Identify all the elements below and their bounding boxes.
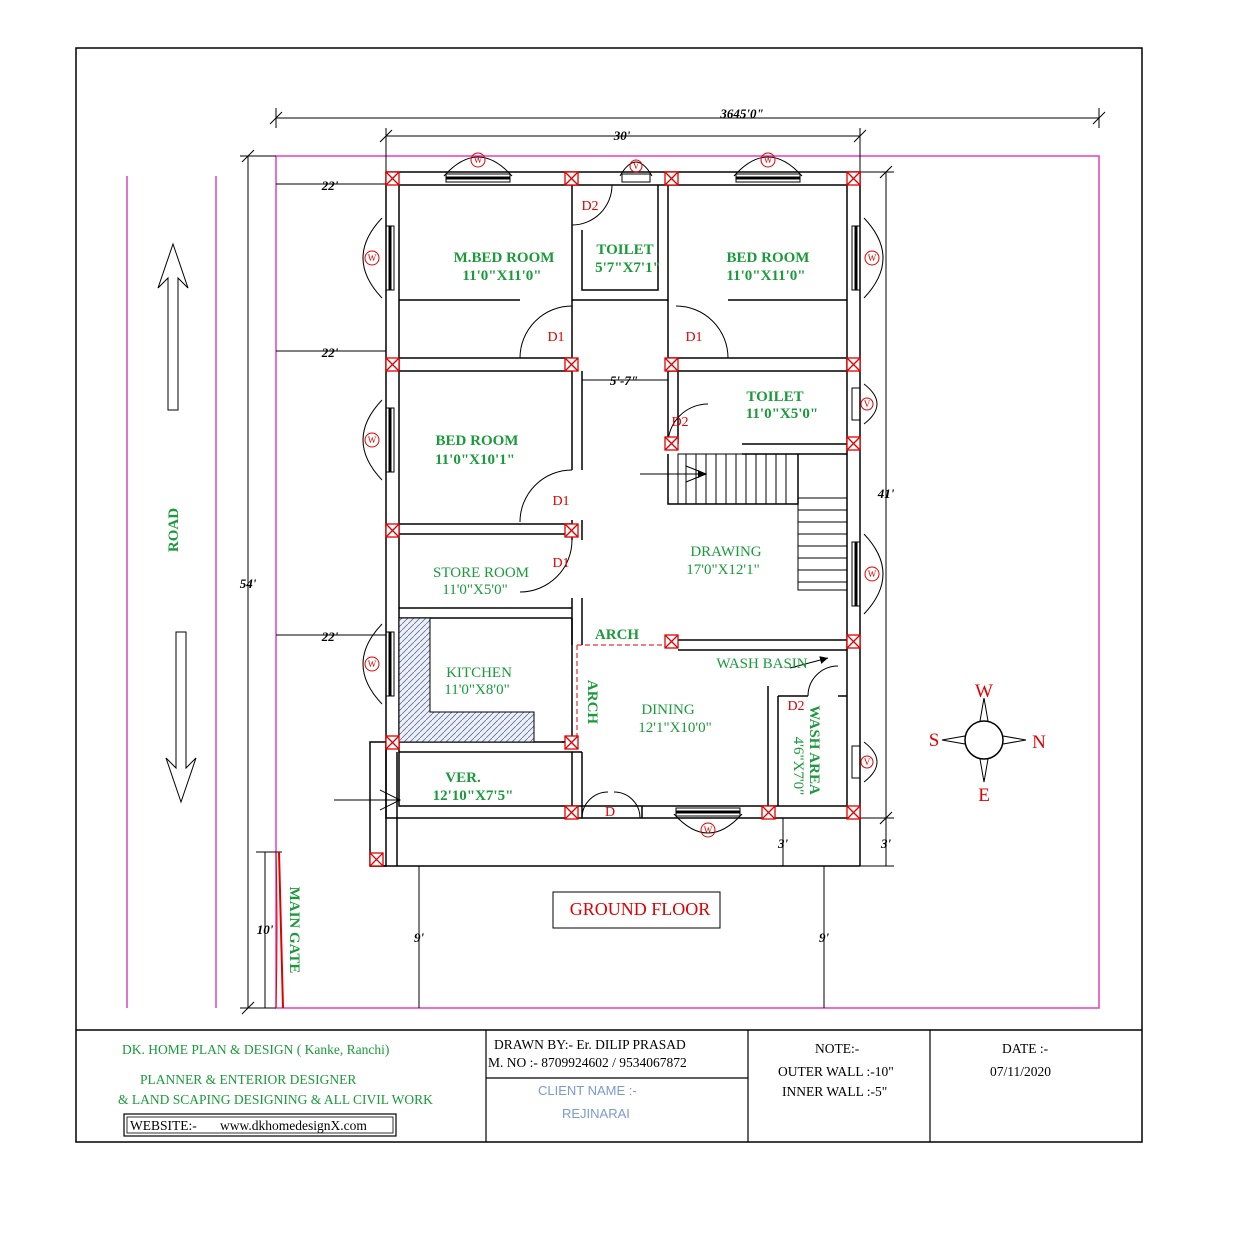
svg-text:W: W xyxy=(764,155,773,165)
svg-text:W: W xyxy=(868,253,877,263)
client-label: CLIENT NAME :- xyxy=(538,1083,637,1098)
inner-wall-note: INNER WALL :-5" xyxy=(782,1084,887,1099)
room-store-size: 11'0"X5'0" xyxy=(442,582,507,598)
mobile-number: M. NO :- 8709924602 / 9534067872 xyxy=(488,1055,687,1070)
room-drawing-name: DRAWING xyxy=(690,544,761,560)
company-name: DK. HOME PLAN & DESIGN ( Kanke, Ranchi) xyxy=(122,1042,389,1057)
wash-basin-label: WASH BASIN xyxy=(716,656,807,672)
svg-text:W: W xyxy=(868,569,877,579)
room-bed1-name: BED ROOM xyxy=(727,250,810,266)
room-verandah-size: 12'10"X7'5" xyxy=(433,788,514,804)
room-mbed-name: M.BED ROOM xyxy=(454,250,555,266)
services-line-2: & LAND SCAPING DESIGNING & ALL CIVIL WOR… xyxy=(118,1092,433,1107)
main-gate-swing xyxy=(278,851,284,1009)
svg-text:V: V xyxy=(864,399,871,409)
room-drawing-size: 17'0"X12'1" xyxy=(686,562,759,578)
plan-title-box xyxy=(552,891,721,929)
dim-rear-right: 3' xyxy=(880,836,892,851)
door-d2-toilet2: D2 xyxy=(671,415,688,430)
dim-setback-2: 22' xyxy=(321,345,339,360)
plan-title: GROUND FLOOR xyxy=(570,899,711,919)
dim-front-right: 9' xyxy=(819,930,830,945)
arch-label-vertical: ARCH xyxy=(584,680,600,724)
room-toilet1-size: 5'7"X7'1" xyxy=(595,260,661,276)
door-d2-toilet1: D2 xyxy=(581,199,598,214)
wash-area-name: WASH AREA xyxy=(806,705,822,795)
compass-west: W xyxy=(975,681,993,702)
door-swings xyxy=(519,184,839,819)
date-label: DATE :- xyxy=(1002,1041,1049,1056)
road-arrow-up xyxy=(157,242,189,411)
room-toilet1-name: TOILET xyxy=(596,242,653,258)
dim-house-depth: 41' xyxy=(877,486,895,501)
svg-text:W: W xyxy=(368,659,377,669)
plot-boundary xyxy=(275,155,1100,1009)
dim-plot-depth: 54' xyxy=(240,576,257,591)
door-d1-bed2: D1 xyxy=(552,494,569,509)
website-box xyxy=(123,1113,397,1137)
drawn-by: DRAWN BY:- Er. DILIP PRASAD xyxy=(494,1037,686,1052)
road-arrow-down xyxy=(165,631,197,804)
room-kitchen-name: KITCHEN xyxy=(446,665,512,681)
title-block xyxy=(485,1030,931,1142)
date-value: 07/11/2020 xyxy=(990,1064,1051,1079)
client-name: REJINARAI xyxy=(562,1106,630,1121)
svg-text:W: W xyxy=(368,253,377,263)
compass-east: E xyxy=(978,785,990,806)
svg-text:W: W xyxy=(704,825,713,835)
room-bed1-size: 11'0"X11'0" xyxy=(726,268,805,284)
door-d1-bed1: D1 xyxy=(685,330,702,345)
window-labels: W W V W W W W W W V V xyxy=(364,152,880,838)
structural-columns xyxy=(369,171,861,867)
door-d-main: D xyxy=(605,805,615,820)
arch-label-horizontal: ARCH xyxy=(595,627,639,643)
door-d1-store: D1 xyxy=(552,556,569,571)
website-label: WEBSITE:- xyxy=(130,1118,197,1133)
room-kitchen-size: 11'0"X8'0" xyxy=(444,682,509,698)
compass-north: N xyxy=(1032,732,1046,753)
services-line-1: PLANNER & ENTERIOR DESIGNER xyxy=(140,1072,356,1087)
room-mbed-size: 11'0"X11'0" xyxy=(462,268,541,284)
svg-text:V: V xyxy=(633,161,640,171)
room-toilet2-name: TOILET xyxy=(746,389,803,405)
dim-passage: 5'-7" xyxy=(610,373,638,388)
dim-front-left: 9' xyxy=(414,930,425,945)
room-bed2-size: 11'0"X10'1" xyxy=(435,452,515,468)
wash-area-size: 4'6"X7'0" xyxy=(790,737,806,795)
dim-gate: 10' xyxy=(257,922,274,937)
compass-rose xyxy=(941,697,1027,783)
website-url[interactable]: www.dkhomedesignX.com xyxy=(220,1118,367,1133)
road-label: ROAD xyxy=(166,508,182,552)
dim-setback-3: 22' xyxy=(321,629,339,644)
room-verandah-name: VER. xyxy=(445,770,481,786)
svg-text:W: W xyxy=(368,435,377,445)
room-dining-size: 12'1"X10'0" xyxy=(638,720,711,736)
svg-text:V: V xyxy=(864,757,871,767)
staircase xyxy=(640,453,848,591)
sheet-border xyxy=(75,47,1143,1143)
windows xyxy=(362,156,884,834)
room-store-name: STORE ROOM xyxy=(433,565,529,581)
room-dining-name: DINING xyxy=(641,702,694,718)
door-d2-wash: D2 xyxy=(787,699,804,714)
door-d1-mbed: D1 xyxy=(547,330,564,345)
dim-setback-1: 22' xyxy=(321,178,339,193)
compass-south: S xyxy=(929,730,940,751)
room-bed2-name: BED ROOM xyxy=(436,433,519,449)
room-toilet2-size: 11'0"X5'0" xyxy=(746,406,819,422)
dim-house-width: 30' xyxy=(613,128,631,143)
outer-wall-note: OUTER WALL :-10" xyxy=(778,1064,894,1079)
dim-rear-left: 3' xyxy=(777,836,789,851)
svg-text:W: W xyxy=(474,155,483,165)
main-gate-label: MAIN GATE xyxy=(286,887,302,974)
note-label: NOTE:- xyxy=(815,1041,860,1056)
dim-overall-width: 3645'0" xyxy=(719,106,763,121)
